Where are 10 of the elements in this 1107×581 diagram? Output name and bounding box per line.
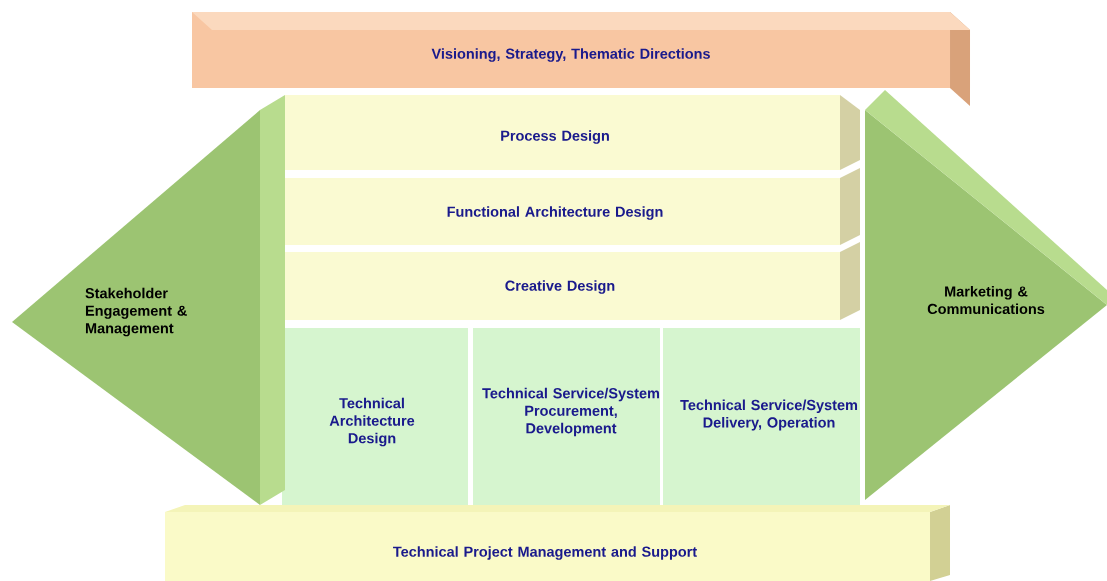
column-box: Technical Service/System Delivery, Operation bbox=[663, 328, 860, 505]
band: Visioning, Strategy, Thematic Directions bbox=[192, 12, 970, 106]
band: Technical Project Management and Support bbox=[165, 505, 950, 581]
layer-box: Functional Architecture Design bbox=[285, 168, 860, 245]
column-box: Technical Service/System Procurement, Development bbox=[473, 328, 660, 505]
layer-box: Process Design bbox=[285, 95, 860, 170]
node-label: Functional Architecture Design bbox=[447, 206, 663, 220]
column-box: Technical Architecture Design bbox=[282, 328, 468, 505]
layer-box: Creative Design bbox=[285, 242, 860, 320]
node-label: Creative Design bbox=[505, 280, 615, 294]
